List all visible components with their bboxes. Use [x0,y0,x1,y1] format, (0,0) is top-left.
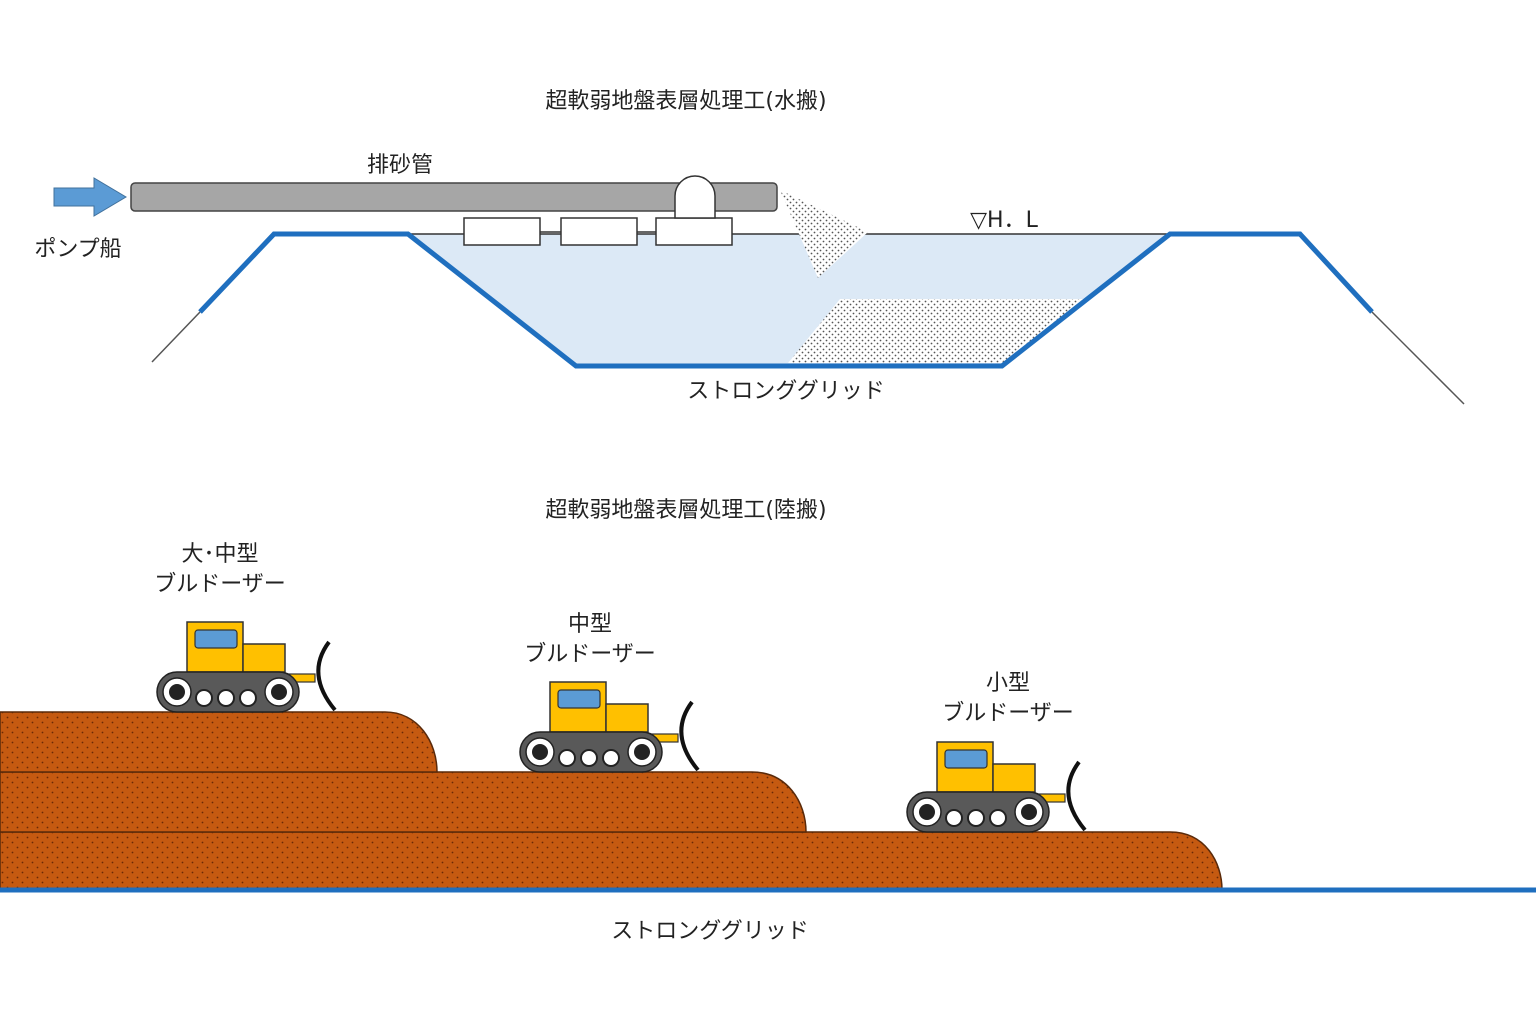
strong-grid-line [198,231,1374,369]
deposited-sand [788,299,1084,363]
land-grid-label: ストロンググリッド [611,919,809,944]
bulldozer-type-label: ブルドーザー [524,642,656,667]
pump-inflow-arrow-icon [53,177,127,217]
soil-layer-top [0,711,438,773]
land-section-title: 超軟弱地盤表層処理工(陸搬) [545,498,826,523]
left-embankment-slope [151,311,201,363]
soil-layer-middle [0,771,807,833]
medium-bulldozer-icon [519,681,700,773]
discharge-pipe [130,182,778,212]
water-grid-label: ストロンググリッド [687,379,885,404]
bulldozer-type-label: ブルドーザー [154,572,286,597]
pump-label: ポンプ船 [34,237,121,262]
bulldozer-size-label: 大･中型 [181,542,258,567]
pipe-float [560,217,638,246]
water-level-label: ▽H．L [970,208,1038,233]
land-transport-section: 超軟弱地盤表層処理工(陸搬) ストロンググリッド 大･中型 ブルドーザー 中型 … [0,498,1536,944]
sand-discharge-spray [780,190,868,278]
bulldozer-type-label: ブルドーザー [942,701,1074,726]
pipe-float [463,217,541,246]
pipe-label: 排砂管 [367,153,433,178]
water-section-title: 超軟弱地盤表層処理工(水搬) [545,89,826,114]
water-transport-section: 超軟弱地盤表層処理工(水搬) 排砂管 ポンプ船 ▽H．L ストロンググリッド [34,89,1465,405]
large-bulldozer-icon [156,621,337,713]
right-embankment-slope [1371,311,1465,405]
bulldozer-size-label: 中型 [568,612,612,637]
pipe-float [655,217,733,246]
bulldozer-size-label: 小型 [986,671,1030,696]
small-bulldozer-icon [906,741,1087,833]
soil-layer-bottom [0,831,1223,891]
pipe-joint-dome [674,175,716,219]
